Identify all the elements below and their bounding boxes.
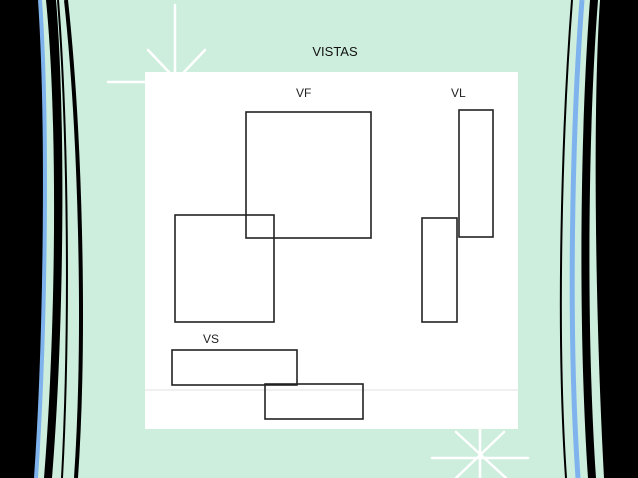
top-view-left-rect bbox=[171, 349, 298, 386]
sketch-panel: VF VL VS bbox=[145, 72, 518, 429]
left-border-decoration bbox=[0, 0, 83, 478]
slide-title: VISTAS bbox=[312, 44, 358, 59]
orthographic-drawing bbox=[145, 109, 518, 420]
right-border-decoration bbox=[559, 0, 638, 478]
side-view-upper-rect bbox=[458, 109, 494, 238]
view-label-vf: VF bbox=[296, 86, 312, 100]
view-label-vl: VL bbox=[451, 86, 466, 100]
front-view-lower-square bbox=[174, 214, 275, 323]
view-label-vs: VS bbox=[203, 332, 220, 346]
sparkle-star-icon bbox=[430, 418, 530, 478]
front-view-upper-square bbox=[245, 111, 372, 239]
side-view-lower-rect bbox=[421, 217, 458, 323]
top-view-right-rect bbox=[264, 383, 364, 420]
